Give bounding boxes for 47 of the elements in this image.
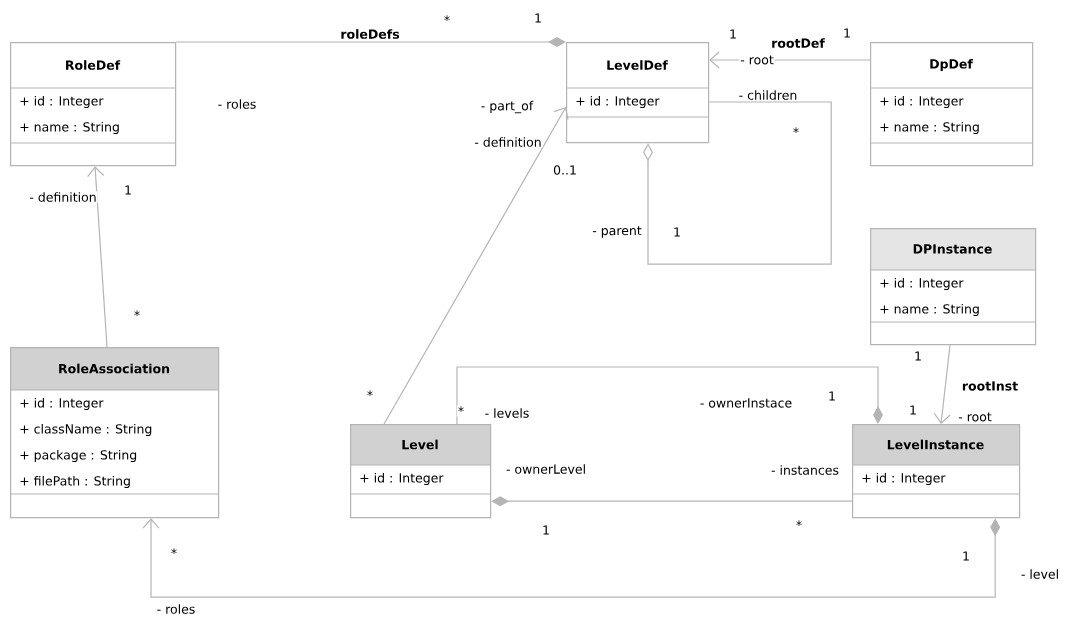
association-name: rootInst [960,380,1020,392]
class-box: DPInstance + id : Integer + name : String [869,228,1037,346]
association-end-label: - instances [770,464,840,476]
association-name: roleDefs [339,28,401,40]
association-name: rootDef [770,37,826,49]
association-end-label: * [169,547,179,559]
association-end-label: - ownerInstace [698,397,794,409]
association-end-label: - roles [155,603,197,615]
class-box: Level + id : Integer [349,424,492,519]
association-end-label: - levels [483,407,531,419]
association-end-label: * [132,309,142,321]
association-line [87,166,108,348]
association-end-label: * [794,519,804,531]
association-end-label: * [456,405,466,417]
association-end-label: - ownerLevel [504,463,588,475]
association-end-label: 1 [842,27,852,39]
association-line [142,518,1001,598]
class-box: DpDef + id : Integer + name : String [869,42,1034,167]
association-end-label: * [791,126,801,138]
class-box: RoleDef + id : Integer + name : String [9,42,177,167]
association-end-label: - definition [28,191,98,203]
association-line [491,496,853,507]
association-line [643,101,832,265]
association-end-label: - level [1019,568,1061,580]
association-end-label: * [442,14,452,26]
association-end-label: - root [739,54,775,66]
association-end-label: - part_of [479,99,535,115]
association-end-label: 1 [827,390,837,402]
association-end-label: 1 [728,28,738,40]
association-line [175,37,566,47]
class-box: LevelDef + id : Integer [565,42,710,144]
association-end-label: 0..1 [552,164,578,176]
association-end-label: 1 [672,226,682,238]
association-end-label: 1 [123,184,133,196]
association-end-label: * [365,389,375,401]
association-end-label: 1 [961,550,971,562]
association-end-label: 1 [533,12,543,24]
association-end-label: 1 [541,524,551,536]
association-end-label: - parent [591,225,643,239]
association-end-label: - roles [216,98,258,110]
association-line [383,107,569,425]
class-box: RoleAssociation + id : Integer + className : String + package : String + filePath : String [9,347,220,519]
association-end-label: - children [737,89,799,101]
class-box: LevelInstance + id : Integer [851,424,1021,519]
association-line [456,366,883,425]
association-end-label: - definition [473,136,543,148]
association-line [933,344,951,424]
